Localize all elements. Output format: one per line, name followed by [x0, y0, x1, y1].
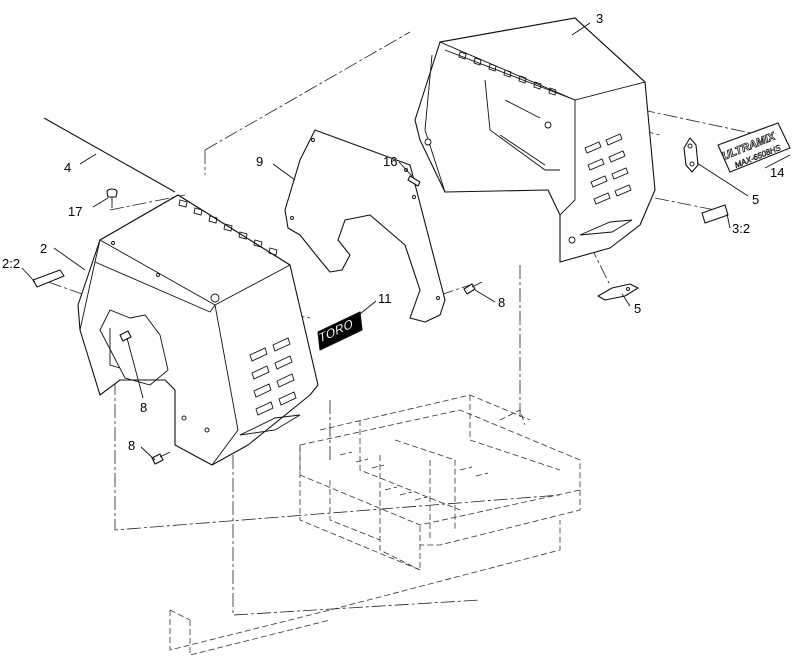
rear-cover-part-3	[414, 17, 656, 263]
decal-part-2-2	[32, 269, 65, 288]
pin-part-16	[407, 175, 421, 187]
callout-4: 4	[64, 160, 71, 175]
callout-3: 3	[596, 11, 603, 26]
callout-2-2: 2:2	[2, 256, 20, 271]
latch-part-5-lower	[597, 283, 639, 301]
leader-lines	[21, 22, 791, 461]
callout-8-right: 8	[498, 295, 505, 310]
callout-8-lower: 8	[128, 438, 135, 453]
callout-16: 16	[383, 154, 397, 169]
callout-9: 9	[256, 154, 263, 169]
bolt-part-8-lower	[151, 451, 171, 465]
shield-plate-part-9	[284, 129, 446, 323]
hinge-rod-part-4	[43, 117, 176, 193]
callout-5-lower: 5	[634, 301, 641, 316]
bolt-part-8-right	[463, 281, 483, 295]
callouts: 3 4 9 16 17 2 2:2 11 8 8 8 14 5 5 3:2	[2, 11, 784, 453]
callout-3-2: 3:2	[732, 221, 750, 236]
decal-part-3-2	[701, 204, 729, 224]
callout-14: 14	[770, 165, 784, 180]
front-cover-part-2	[77, 194, 319, 466]
callout-17: 17	[68, 204, 82, 219]
base-frame	[169, 394, 581, 656]
callout-11: 11	[378, 291, 392, 306]
callout-5-upper: 5	[752, 192, 759, 207]
latch-part-5-upper	[683, 137, 699, 173]
screw-part-17	[106, 188, 118, 208]
bolt-part-8-inner	[119, 330, 132, 342]
callout-8-inner: 8	[140, 400, 147, 415]
callout-2: 2	[40, 241, 47, 256]
